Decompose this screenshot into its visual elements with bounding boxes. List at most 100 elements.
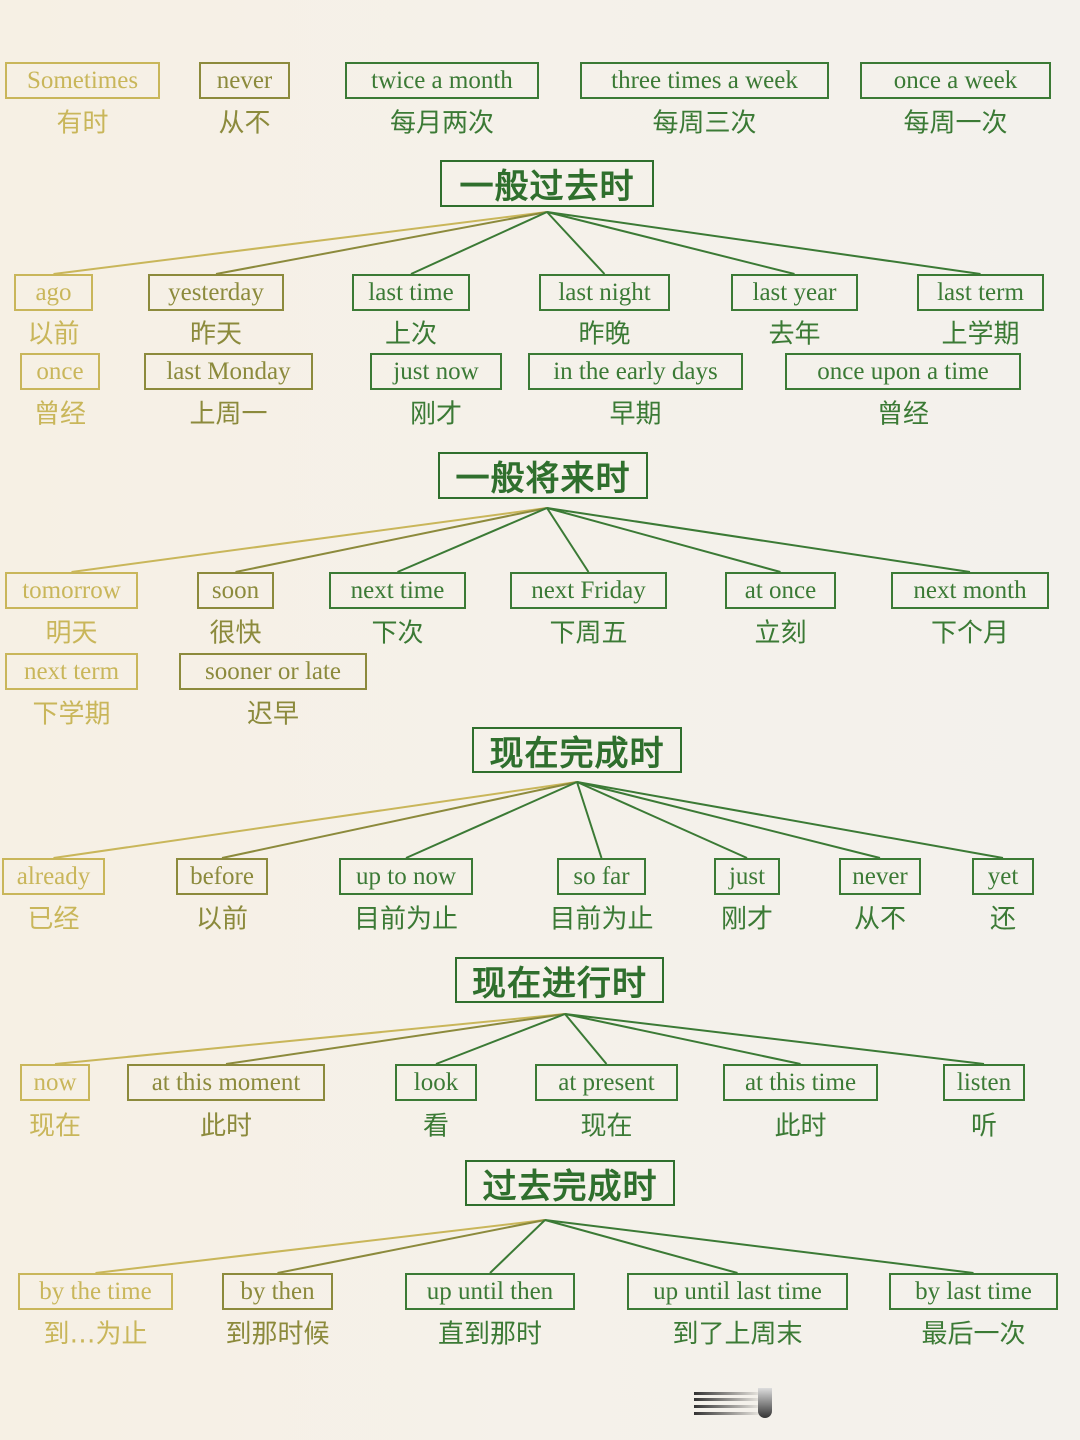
term-box: last time xyxy=(352,274,470,311)
term-translation: 上学期 xyxy=(941,319,1020,350)
term-translation: 听 xyxy=(970,1111,998,1142)
term-translation: 有时 xyxy=(56,108,109,139)
term-translation: 看 xyxy=(422,1111,450,1142)
tree-branch xyxy=(397,507,548,573)
term-box: now xyxy=(20,1064,90,1101)
term-box: next Friday xyxy=(510,572,667,609)
tree-branch xyxy=(546,507,590,573)
term-translation: 刚才 xyxy=(409,399,463,430)
term-box: last year xyxy=(731,274,858,311)
term-translation: 此时 xyxy=(199,1111,253,1142)
term-box: before xyxy=(176,858,268,895)
term-box: tomorrow xyxy=(5,572,138,609)
tree-branch xyxy=(489,1219,546,1274)
term-translation: 昨晚 xyxy=(578,319,631,350)
term-translation: 从不 xyxy=(853,904,907,935)
term-translation: 下学期 xyxy=(32,699,111,730)
term-box: just now xyxy=(370,353,502,390)
term-box: sooner or late xyxy=(179,653,367,690)
tense-title: 一般将来时 xyxy=(438,452,648,499)
tree-branch xyxy=(544,1219,974,1274)
term-translation: 曾经 xyxy=(876,399,930,430)
tree-branch xyxy=(54,1013,566,1065)
term-translation: 目前为止 xyxy=(549,904,654,935)
tree-branch xyxy=(277,1219,546,1274)
term-box: at this time xyxy=(723,1064,878,1101)
term-translation: 迟早 xyxy=(246,699,300,730)
term-translation: 已经 xyxy=(27,904,80,935)
term-translation: 现在 xyxy=(28,1111,82,1142)
term-translation: 现在 xyxy=(580,1111,633,1142)
term-translation: 很快 xyxy=(209,618,262,649)
term-translation: 此时 xyxy=(774,1111,827,1142)
tree-branch xyxy=(544,1219,738,1274)
tense-title: 现在完成时 xyxy=(472,727,682,774)
term-translation: 到那时候 xyxy=(225,1319,330,1350)
term-box: up until last time xyxy=(627,1273,848,1310)
term-box: up until then xyxy=(405,1273,575,1310)
term-box: so far xyxy=(557,858,646,895)
term-translation: 还 xyxy=(989,904,1017,935)
tree-branch xyxy=(215,211,548,275)
tense-title: 一般过去时 xyxy=(440,160,654,207)
term-translation: 昨天 xyxy=(189,319,243,350)
term-translation: 下个月 xyxy=(930,618,1010,649)
tree-branch xyxy=(546,211,795,275)
tree-branch xyxy=(225,1013,566,1065)
term-box: Sometimes xyxy=(5,62,160,99)
term-box: ago xyxy=(14,274,93,311)
term-translation: 立刻 xyxy=(754,618,807,649)
tense-title: 现在进行时 xyxy=(455,957,664,1004)
term-box: up to now xyxy=(339,858,473,895)
tree-branch xyxy=(435,1013,566,1065)
term-box: twice a month xyxy=(345,62,539,99)
tree-branch xyxy=(546,211,606,275)
tree-branch xyxy=(564,1013,608,1065)
tree-branch xyxy=(235,507,548,573)
term-translation: 以前 xyxy=(195,904,249,935)
term-box: look xyxy=(395,1064,477,1101)
tree-branch xyxy=(576,781,1004,859)
term-translation: 到了上周末 xyxy=(672,1319,803,1350)
term-box: next time xyxy=(329,572,466,609)
tree-branch xyxy=(564,1013,801,1065)
term-translation: 直到那时 xyxy=(437,1319,543,1350)
tree-branch xyxy=(576,781,881,859)
term-box: by then xyxy=(222,1273,333,1310)
tense-title: 过去完成时 xyxy=(465,1160,675,1207)
term-translation: 最后一次 xyxy=(921,1319,1026,1350)
term-box: at once xyxy=(725,572,836,609)
tree-branch xyxy=(53,211,548,275)
term-translation: 去年 xyxy=(768,319,821,350)
term-box: never xyxy=(839,858,921,895)
term-translation: 刚才 xyxy=(720,904,774,935)
term-box: by last time xyxy=(889,1273,1058,1310)
term-box: at this moment xyxy=(127,1064,325,1101)
tree-branch xyxy=(564,1013,985,1065)
term-box: next month xyxy=(891,572,1049,609)
term-translation: 明天 xyxy=(45,618,98,649)
tree-branch xyxy=(405,781,578,859)
term-translation: 曾经 xyxy=(33,399,87,430)
term-translation: 上周一 xyxy=(189,399,268,430)
term-box: once upon a time xyxy=(785,353,1021,390)
tree-branch xyxy=(71,507,548,573)
term-box: once xyxy=(20,353,100,390)
term-translation: 下次 xyxy=(371,618,424,649)
term-box: next term xyxy=(5,653,138,690)
tree-branch xyxy=(546,211,981,275)
term-box: just xyxy=(714,858,780,895)
term-box: last Monday xyxy=(144,353,313,390)
term-translation: 每周三次 xyxy=(652,108,757,139)
term-translation: 以前 xyxy=(27,319,80,350)
term-box: listen xyxy=(943,1064,1025,1101)
tree-branch xyxy=(53,781,578,859)
tree-branch xyxy=(546,507,971,573)
term-box: yesterday xyxy=(148,274,284,311)
term-box: at present xyxy=(535,1064,678,1101)
term-box: last night xyxy=(539,274,670,311)
term-translation: 每月两次 xyxy=(389,108,495,139)
tree-branch xyxy=(95,1219,546,1274)
term-translation: 早期 xyxy=(609,399,662,430)
